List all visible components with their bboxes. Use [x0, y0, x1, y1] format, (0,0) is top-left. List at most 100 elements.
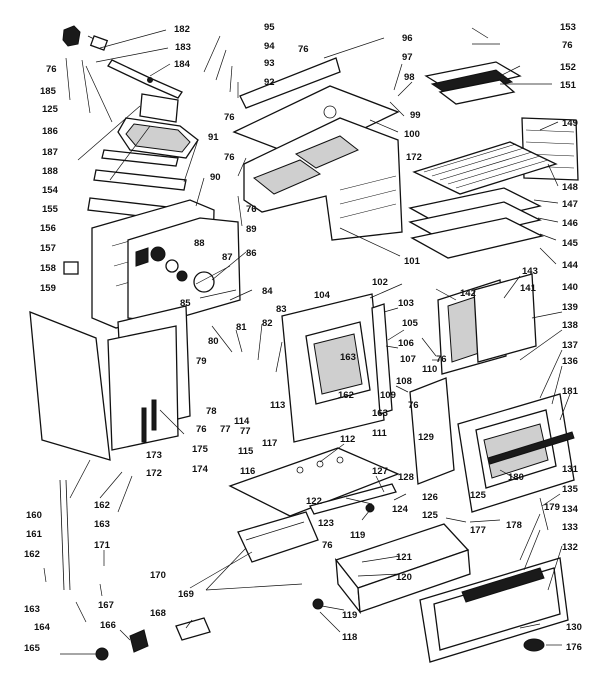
part-122-124-burner-tube [309, 483, 397, 515]
callout-147: 147 [562, 199, 578, 210]
callout-118: 118 [342, 632, 357, 643]
part-left-inner-side-panels [107, 305, 191, 451]
callout-185: 185 [40, 86, 57, 97]
callout-112: 112 [340, 434, 355, 445]
callout-172: 172 [146, 468, 162, 479]
callout-184: 184 [174, 59, 191, 70]
part-89-burner-box [243, 117, 403, 241]
part-182-clock-knob [62, 25, 109, 51]
callout-85: 85 [180, 298, 191, 309]
callout-130: 130 [566, 622, 582, 633]
callout-143: 143 [522, 266, 538, 277]
callout-76: 76 [408, 400, 419, 411]
callout-91: 91 [208, 132, 219, 143]
callout-76: 76 [298, 44, 309, 55]
callout-170: 170 [150, 570, 166, 581]
callout-76: 76 [562, 40, 573, 51]
callout-165: 165 [24, 643, 41, 654]
callout-167: 167 [98, 600, 114, 611]
callout-164: 164 [34, 622, 51, 633]
callout-126: 126 [422, 492, 438, 503]
callout-177: 177 [470, 525, 486, 536]
callout-76: 76 [436, 354, 447, 365]
callout-148: 148 [562, 182, 578, 193]
part-188-187-lamp-assembly [117, 93, 199, 159]
callout-146: 146 [562, 218, 578, 229]
part-139-143-window-pack [437, 273, 537, 375]
callout-108: 108 [396, 376, 412, 387]
callout-132: 132 [562, 542, 578, 553]
callout-106: 106 [398, 338, 414, 349]
callout-135: 135 [562, 484, 579, 495]
callout-105: 105 [402, 318, 419, 329]
callout-113: 113 [270, 400, 285, 411]
callout-179: 179 [544, 502, 560, 513]
callout-107: 107 [400, 354, 416, 365]
callout-120: 120 [396, 572, 412, 583]
callout-134: 134 [562, 504, 579, 515]
callout-169: 169 [178, 589, 194, 600]
callout-163: 163 [372, 408, 388, 419]
callout-76: 76 [322, 540, 333, 551]
callout-180: 180 [508, 472, 524, 483]
callout-117: 117 [262, 438, 277, 449]
part-166-regulator [129, 629, 149, 653]
part-112-oven-bottom [228, 447, 400, 517]
part-96-top-rear-trim [239, 57, 341, 109]
callout-162: 162 [338, 390, 354, 401]
callout-116: 116 [240, 466, 255, 477]
part-90-91-control-panel [127, 217, 241, 323]
callout-128: 128 [398, 472, 414, 483]
callout-97: 97 [402, 52, 413, 63]
callout-142: 142 [460, 288, 476, 299]
callout-90: 90 [210, 172, 221, 183]
callout-84: 84 [262, 286, 273, 297]
callout-188: 188 [42, 166, 58, 177]
callout-173: 173 [146, 450, 162, 461]
part-148-oven-rack [412, 141, 558, 195]
callout-89: 89 [246, 224, 257, 235]
callout-127: 127 [372, 466, 388, 477]
callout-93: 93 [264, 58, 275, 69]
callout-111: 111 [372, 428, 388, 439]
part-170-kick-panel [237, 511, 319, 563]
callout-158: 158 [40, 263, 56, 274]
callout-162: 162 [94, 500, 110, 511]
callout-171: 171 [94, 540, 111, 551]
callout-122: 122 [306, 496, 322, 507]
parts-layer [29, 25, 579, 663]
part-176-knob [523, 638, 545, 652]
callout-166: 166 [100, 620, 116, 631]
callout-125: 125 [422, 510, 439, 521]
part-129-hinge-bracket [409, 377, 455, 485]
part-165-knob [95, 647, 109, 661]
callout-81: 81 [236, 322, 247, 333]
callout-145: 145 [562, 238, 579, 249]
callout-157: 157 [40, 243, 56, 254]
callout-76: 76 [196, 424, 207, 435]
callout-133: 133 [562, 522, 578, 533]
callout-175: 175 [192, 444, 209, 455]
callout-92: 92 [264, 77, 275, 88]
callout-114: 114 [234, 416, 250, 427]
callout-155: 155 [42, 204, 59, 215]
part-183-184-bracket [107, 59, 183, 99]
callout-95: 95 [264, 22, 275, 33]
callout-149: 149 [562, 118, 578, 129]
callout-119: 119 [350, 530, 365, 541]
callout-125: 125 [470, 490, 487, 501]
callout-115: 115 [238, 446, 254, 457]
part-119-118-foot [312, 598, 324, 610]
callout-119: 119 [342, 610, 357, 621]
callout-124: 124 [392, 504, 409, 515]
callout-101: 101 [404, 256, 421, 267]
callout-160: 160 [26, 510, 42, 521]
callout-77: 77 [220, 424, 231, 435]
part-168-bracket [175, 617, 211, 641]
callout-136: 136 [562, 356, 578, 367]
callout-138: 138 [562, 320, 578, 331]
part-120-121-storage-drawer [334, 523, 471, 615]
callout-87: 87 [222, 252, 233, 263]
callout-182: 182 [174, 24, 190, 35]
callout-80: 80 [208, 336, 219, 347]
